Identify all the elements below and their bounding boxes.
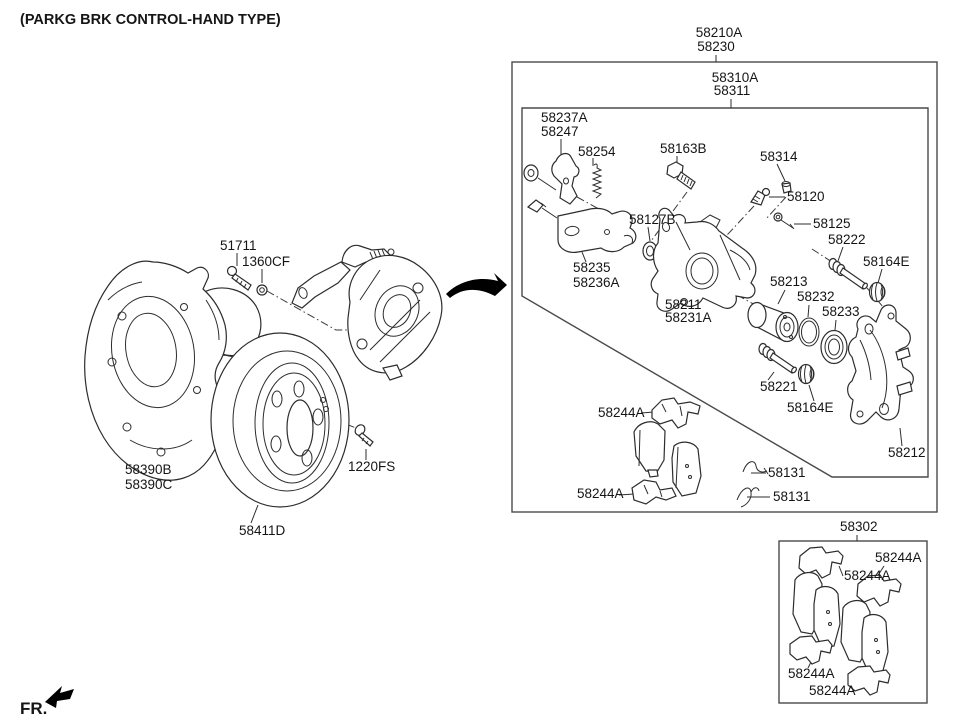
detail-view-outer-box <box>511 61 938 513</box>
boot-58233-drawing <box>820 329 848 365</box>
pad-kit-box <box>778 540 928 704</box>
guide-rod-58222-drawing <box>828 257 868 290</box>
part-label-58244A-main-top: 58244A <box>598 405 645 420</box>
part-label-58125: 58125 <box>813 216 851 231</box>
part-label-58127B: 58127B <box>629 212 676 227</box>
part-label-58310A: 58310A <box>712 70 759 85</box>
pin-58125-drawing <box>773 212 795 230</box>
spring-58254-drawing <box>591 163 603 199</box>
part-label-51711: 51711 <box>220 238 257 253</box>
part-label-58164E-lower: 58164E <box>787 400 834 415</box>
part-label-58311: 58311 <box>714 83 751 98</box>
bracket-58235-drawing <box>557 207 637 253</box>
part-label-1220FS: 1220FS <box>348 459 395 474</box>
part-label-58231A: 58231A <box>665 310 712 325</box>
part-label-58302: 58302 <box>840 519 878 534</box>
brake-pad-right-drawing <box>671 441 702 497</box>
brake-disc-drawing <box>210 332 350 508</box>
part-label-58244A-box-bottom: 58244A <box>809 683 856 698</box>
part-label-58254: 58254 <box>578 144 616 159</box>
pad-retainer-bottom-drawing <box>631 479 677 505</box>
detail-view-inner-box <box>521 107 929 478</box>
brake-pad-left-drawing <box>633 421 666 478</box>
part-label-58131-upper: 58131 <box>768 465 806 480</box>
fr-direction-arrow-icon <box>45 686 74 708</box>
bushing-58164E-lower-drawing <box>797 363 815 385</box>
backing-plate-drawing <box>84 260 262 481</box>
part-label-58221: 58221 <box>760 379 798 394</box>
part-label-58211: 58211 <box>665 297 702 312</box>
piston-58213-drawing <box>747 301 799 343</box>
part-label-58230: 58230 <box>697 39 735 54</box>
part-label-58314: 58314 <box>760 149 798 164</box>
part-label-58247: 58247 <box>541 124 579 139</box>
part-label-58212: 58212 <box>888 445 926 460</box>
part-label-58164E-upper: 58164E <box>863 254 910 269</box>
pad-spring-58131-upper-drawing <box>742 461 769 475</box>
leader-lines <box>143 55 903 693</box>
detail-view-arrow <box>446 273 507 298</box>
seal-58232-drawing <box>798 317 820 347</box>
part-label-58131-lower: 58131 <box>773 489 811 504</box>
caliper-assembly-drawing <box>291 244 443 381</box>
part-label-58244A-box-bl: 58244A <box>788 666 835 681</box>
part-label-58390C: 58390C <box>125 477 173 492</box>
screw-1220fs-drawing <box>354 424 374 447</box>
part-label-58120: 58120 <box>787 189 825 204</box>
bushing-58164E-upper-drawing <box>868 281 886 303</box>
bleeder-58120-drawing <box>750 187 771 206</box>
caliper-body-58211-drawing <box>650 207 757 312</box>
bolt-51711-drawing <box>226 265 252 291</box>
cap-58314-drawing <box>781 181 792 194</box>
lever-58237A-drawing <box>523 152 580 213</box>
guide-rod-58221-drawing <box>758 342 797 374</box>
part-label-1360CF: 1360CF <box>242 254 290 269</box>
part-label-58233: 58233 <box>822 304 860 319</box>
part-label-58237A: 58237A <box>541 110 588 125</box>
part-label-58236A: 58236A <box>573 275 620 290</box>
part-label-58244A-box-tr: 58244A <box>875 550 922 565</box>
page-title: (PARKG BRK CONTROL-HAND TYPE) <box>20 12 281 28</box>
part-label-58222: 58222 <box>828 232 866 247</box>
part-label-58213: 58213 <box>770 274 808 289</box>
part-label-58232: 58232 <box>797 289 835 304</box>
part-label-58390B: 58390B <box>125 462 172 477</box>
part-label-58411D: 58411D <box>239 523 286 538</box>
carrier-58212-drawing <box>847 304 914 425</box>
pad-retainer-top-drawing <box>651 397 701 429</box>
pad-spring-58131-lower-drawing <box>736 487 760 508</box>
nut-1360cf-drawing <box>256 284 268 296</box>
part-label-58163B: 58163B <box>660 141 707 156</box>
part-label-58235: 58235 <box>573 260 611 275</box>
part-label-58210A: 58210A <box>696 25 743 40</box>
pad-kit-contents-drawing <box>789 546 902 696</box>
part-label-58244A-box-mid: 58244A <box>844 568 891 583</box>
bolt-58163B-drawing <box>666 161 696 190</box>
part-label-58244A-main-bottom: 58244A <box>577 486 624 501</box>
fr-label: FR. <box>20 699 47 718</box>
